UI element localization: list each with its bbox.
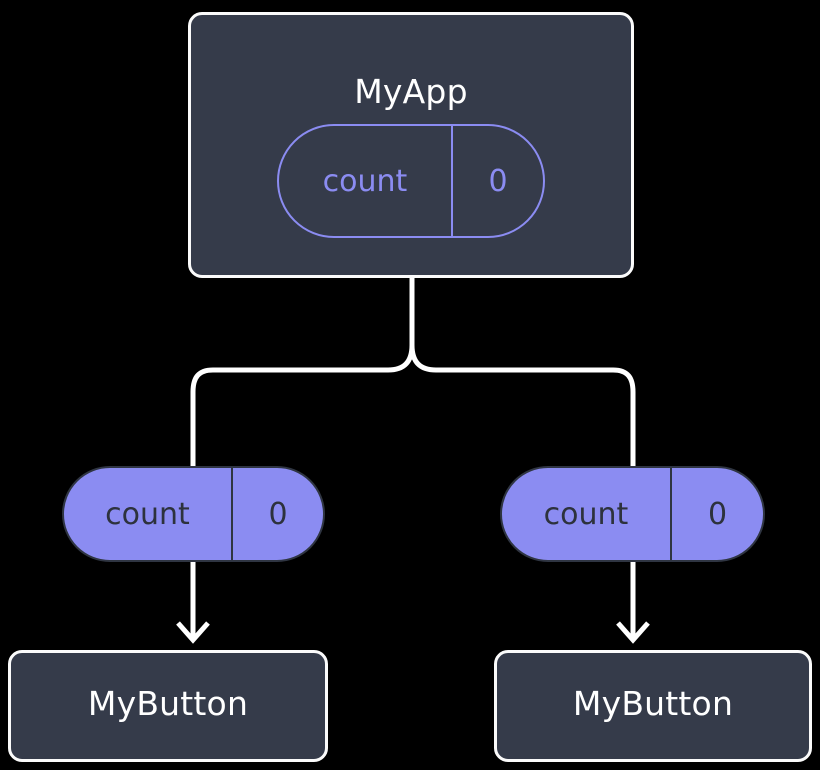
- prop-pill-key-left: count: [64, 468, 233, 560]
- component-node-mybutton-right[interactable]: MyButton: [494, 650, 812, 762]
- component-label-mybutton-right: MyButton: [572, 684, 734, 723]
- arrow-head-right-icon: [616, 621, 650, 644]
- prop-pill-key-right: count: [502, 468, 672, 560]
- arrow-head-left-icon: [176, 621, 210, 644]
- prop-pill-left[interactable]: count 0: [62, 466, 325, 562]
- state-pill-key-myapp: count: [279, 126, 453, 236]
- prop-pill-value-right: 0: [707, 496, 728, 532]
- component-label-mybutton-left: MyButton: [87, 684, 249, 723]
- state-pill-myapp[interactable]: count 0: [277, 124, 545, 238]
- prop-pill-value-left: 0: [268, 496, 288, 532]
- connector-branch-left: [190, 344, 415, 468]
- connector-branch-right: [409, 344, 636, 468]
- state-pill-value-myapp: 0: [488, 163, 508, 199]
- component-node-mybutton-left[interactable]: MyButton: [8, 650, 328, 762]
- prop-pill-right[interactable]: count 0: [500, 466, 765, 562]
- component-label-myapp: MyApp: [354, 72, 468, 111]
